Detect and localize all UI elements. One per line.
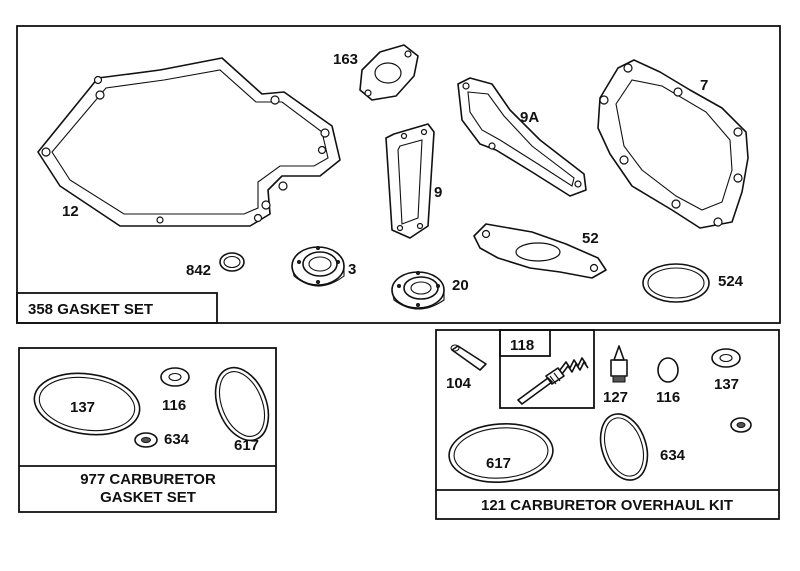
part-617-gasket-kit xyxy=(599,413,649,481)
part-617-gasket xyxy=(214,366,270,442)
part-127-plug xyxy=(657,357,679,383)
overhaul-kit-title: 121 CARBURETOR OVERHAUL KIT xyxy=(481,497,733,514)
part-137-bowl-gasket xyxy=(33,372,141,436)
part-634-washer-kit xyxy=(730,417,752,433)
carb-gasket-set-frame xyxy=(18,347,277,513)
part-104-pin xyxy=(450,344,487,371)
part-163-label: 163 xyxy=(333,51,358,68)
part-9-rectangular-gasket xyxy=(385,123,435,239)
part-137-label: 137 xyxy=(70,399,95,416)
part-617-label: 617 xyxy=(234,437,259,454)
gasket-set-frame xyxy=(16,25,781,324)
part-9a-breather-gasket xyxy=(457,77,587,197)
part-7-label: 7 xyxy=(700,77,708,94)
part-134-label: 127 xyxy=(603,389,628,406)
part-127-label: 116 xyxy=(656,389,680,406)
part-52-label: 52 xyxy=(582,230,599,247)
part-116-washer xyxy=(160,367,190,387)
gasket-set-panel: 358 GASKET SET 12 163 xyxy=(16,25,781,324)
part-20-oil-seal xyxy=(391,271,445,310)
part-20-label: 20 xyxy=(452,277,469,294)
part-116-washer-kit xyxy=(711,348,741,368)
part-118-spring xyxy=(559,357,589,375)
part-524-label: 524 xyxy=(718,273,744,290)
part-842-label: 842 xyxy=(186,262,211,279)
part-524-o-ring xyxy=(642,263,710,303)
carb-gasket-set-panel: 977 CARBURETOR GASKET SET 137 116 634 61… xyxy=(18,347,277,513)
part-3-label: 3 xyxy=(348,261,356,278)
part-7-head-gasket xyxy=(597,59,749,229)
gasket-set-title-box xyxy=(16,292,218,324)
carb-gasket-set-title-line1: 977 CARBURETOR xyxy=(80,471,216,488)
carb-gasket-set-title-line2: GASKET SET xyxy=(100,489,196,506)
gasket-set-title: 358 GASKET SET xyxy=(28,301,153,318)
part-134-float-needle xyxy=(610,345,628,383)
part-137-bowl-gasket-kit xyxy=(448,423,554,483)
part-12-crankcase-gasket xyxy=(37,57,341,227)
part-3-oil-seal xyxy=(291,246,345,287)
sub-box-118-title: 118 xyxy=(510,337,534,354)
overhaul-kit-panel: 121 CARBURETOR OVERHAUL KIT 118 104 127 xyxy=(435,329,780,520)
part-52-exhaust-gasket xyxy=(473,223,607,279)
part-617-kit-label: 634 xyxy=(660,447,686,464)
part-9a-label: 9A xyxy=(520,109,539,126)
part-104-label: 104 xyxy=(446,375,472,392)
part-634-washer xyxy=(134,432,158,448)
part-118-idle-screw xyxy=(517,367,565,405)
part-163-flange-gasket xyxy=(359,44,419,101)
part-116-label: 116 xyxy=(162,397,186,414)
overhaul-kit-frame xyxy=(435,329,780,520)
part-842-o-ring xyxy=(219,252,245,272)
part-9-label: 9 xyxy=(434,184,442,201)
part-137-kit-label: 617 xyxy=(486,455,511,472)
sub-box-118-title-box xyxy=(499,329,551,357)
part-634-label: 634 xyxy=(164,431,190,448)
part-116-kit-label: 137 xyxy=(714,376,739,393)
part-12-label: 12 xyxy=(62,203,79,220)
